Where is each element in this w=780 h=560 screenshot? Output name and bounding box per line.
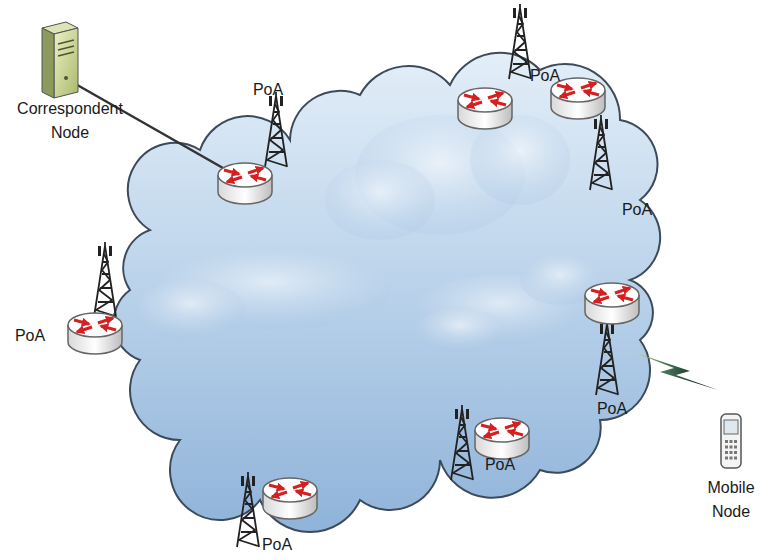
- router: [458, 88, 512, 129]
- router: [475, 418, 529, 459]
- phone-key: [725, 451, 728, 454]
- server-icon: [42, 22, 78, 98]
- phone-key: [730, 440, 733, 443]
- poa-tower: [451, 405, 473, 480]
- mobile-phone-icon: [721, 414, 741, 468]
- phone-key: [730, 446, 733, 449]
- cloud-puffs: [135, 115, 600, 352]
- poa-label: PoA: [253, 78, 283, 102]
- poa-label: PoA: [15, 324, 45, 348]
- network-cloud: [114, 53, 661, 532]
- poa-tower: [596, 320, 618, 395]
- poa-tower: [237, 472, 259, 547]
- poa-label: PoA: [622, 198, 652, 222]
- phone-key: [734, 457, 737, 460]
- phone-key: [725, 457, 728, 460]
- poa-tower: [265, 92, 287, 167]
- node-label: Mobile Node: [695, 476, 767, 524]
- router: [218, 163, 272, 204]
- phone-key: [725, 446, 728, 449]
- poa-tower: [94, 242, 116, 317]
- poa-tower: [590, 115, 612, 190]
- poa-label: PoA: [597, 397, 627, 421]
- router: [551, 78, 605, 119]
- phone-key: [734, 446, 737, 449]
- poa-label: PoA: [262, 533, 292, 557]
- router: [585, 283, 639, 324]
- phone-key: [734, 451, 737, 454]
- phone-key: [734, 440, 737, 443]
- node-label: Correspondent Node: [5, 97, 135, 145]
- wireless-link: [633, 352, 718, 390]
- poa-tower: [509, 4, 531, 79]
- poa-label: PoA: [530, 64, 560, 88]
- phone-key: [730, 457, 733, 460]
- phone-key: [725, 440, 728, 443]
- router: [68, 313, 122, 354]
- poa-label: PoA: [485, 453, 515, 477]
- router: [263, 478, 317, 519]
- phone-key: [730, 451, 733, 454]
- server-link: [72, 82, 230, 172]
